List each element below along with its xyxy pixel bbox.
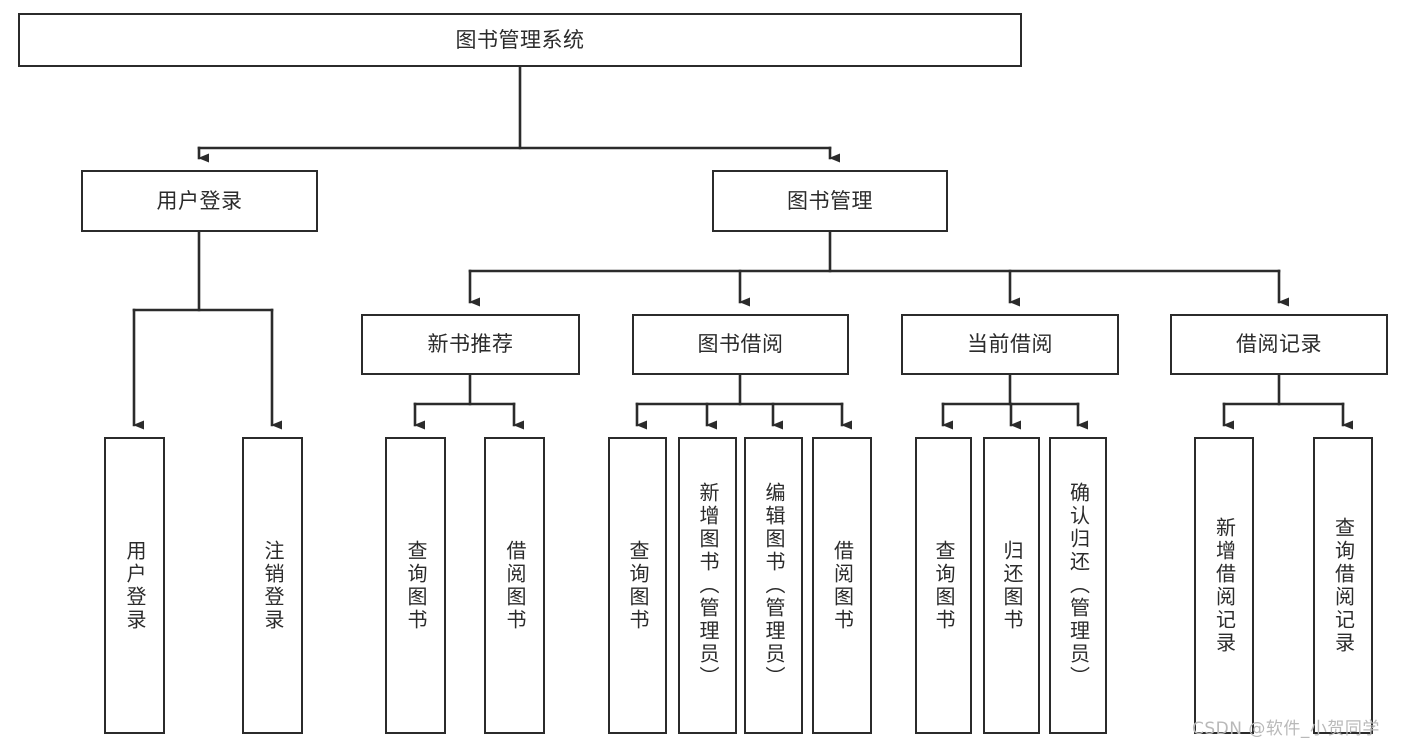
node-leaf-confirm-return-admin[interactable]: 确认归还（管理员）: [1049, 437, 1107, 734]
node-root[interactable]: 图书管理系统: [18, 13, 1022, 67]
node-current-borrow-label: 当前借阅: [967, 332, 1053, 357]
node-leaf-add-borrow-record-label: 新增借阅记录: [1212, 516, 1237, 655]
node-book-borrow[interactable]: 图书借阅: [632, 314, 849, 375]
node-leaf-add-borrow-record[interactable]: 新增借阅记录: [1194, 437, 1254, 734]
node-leaf-borrow-book-label: 借阅图书: [830, 539, 855, 632]
node-leaf-logout-login[interactable]: 注销登录: [242, 437, 303, 734]
node-leaf-user-login[interactable]: 用户登录: [104, 437, 165, 734]
node-borrow-records-label: 借阅记录: [1236, 332, 1322, 357]
node-borrow-records[interactable]: 借阅记录: [1170, 314, 1388, 375]
node-leaf-query-books-recommend-label: 查询图书: [404, 539, 428, 632]
node-leaf-query-books-borrow[interactable]: 查询图书: [608, 437, 667, 734]
node-leaf-edit-book-admin[interactable]: 编辑图书（管理员）: [744, 437, 803, 734]
node-leaf-query-books-current[interactable]: 查询图书: [915, 437, 972, 734]
node-leaf-edit-book-admin-label: 编辑图书（管理员）: [762, 482, 786, 689]
node-leaf-borrow-book[interactable]: 借阅图书: [812, 437, 872, 734]
node-leaf-borrow-books-recommend-label: 借阅图书: [503, 539, 527, 632]
node-new-book-recommend-label: 新书推荐: [427, 332, 514, 357]
node-root-label: 图书管理系统: [455, 27, 585, 52]
node-leaf-return-book-label: 归还图书: [1000, 539, 1024, 632]
node-user-login-label: 用户登录: [156, 188, 243, 213]
node-leaf-query-books-borrow-label: 查询图书: [626, 539, 650, 632]
node-leaf-user-login-label: 用户登录: [123, 539, 147, 632]
node-leaf-logout-login-label: 注销登录: [261, 539, 285, 632]
node-leaf-query-borrow-record-label: 查询借阅记录: [1331, 516, 1356, 655]
node-current-borrow[interactable]: 当前借阅: [901, 314, 1119, 375]
node-leaf-add-book-admin-label: 新增图书（管理员）: [696, 482, 720, 689]
node-user-login[interactable]: 用户登录: [81, 170, 318, 232]
node-book-borrow-label: 图书借阅: [697, 332, 784, 357]
csdn-watermark: CSDN @软件_小贺同学: [1192, 719, 1380, 739]
node-book-management-label: 图书管理: [787, 188, 873, 213]
node-new-book-recommend[interactable]: 新书推荐: [361, 314, 580, 375]
node-leaf-query-books-recommend[interactable]: 查询图书: [385, 437, 446, 734]
node-leaf-query-borrow-record[interactable]: 查询借阅记录: [1313, 437, 1373, 734]
node-leaf-query-books-current-label: 查询图书: [932, 539, 956, 632]
node-leaf-add-book-admin[interactable]: 新增图书（管理员）: [678, 437, 737, 734]
node-leaf-return-book[interactable]: 归还图书: [983, 437, 1040, 734]
node-leaf-confirm-return-admin-label: 确认归还（管理员）: [1066, 482, 1091, 689]
node-book-management[interactable]: 图书管理: [712, 170, 948, 232]
node-leaf-borrow-books-recommend[interactable]: 借阅图书: [484, 437, 545, 734]
